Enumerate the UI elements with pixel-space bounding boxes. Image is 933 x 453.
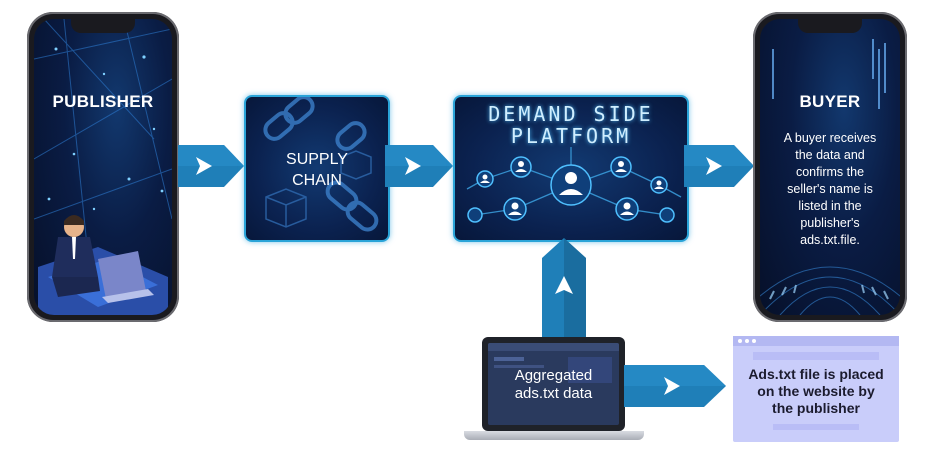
chain-icon	[263, 97, 379, 232]
aggregated-label-line1: Aggregated	[514, 367, 593, 384]
adstxt-card-text: Ads.txt file is placed on the website by…	[733, 366, 899, 417]
buyer-phone: BUYER A buyer receives the data and conf…	[753, 12, 907, 322]
buyer-description-line: confirms the	[795, 165, 865, 179]
dashboard-decoration	[488, 343, 619, 383]
adstxt-card-line2: on the website by	[757, 383, 875, 399]
businessman-laptop-illustration	[38, 215, 168, 315]
publisher-phone: PUBLISHER	[27, 12, 179, 322]
page-header-decoration	[753, 352, 879, 360]
buyer-description-line: ads.txt.file.	[800, 233, 860, 247]
buyer-description-line: the data and	[795, 148, 865, 162]
laptop-screen: Aggregated ads.txt data	[482, 337, 625, 431]
page-footer-decoration	[773, 424, 859, 430]
publisher-title: PUBLISHER	[52, 92, 154, 111]
buyer-description-line: A buyer receives	[783, 131, 877, 145]
buyer-title: BUYER	[799, 92, 861, 111]
phone-notch	[71, 19, 135, 33]
buyer-description-line: publisher's	[800, 216, 860, 230]
laptop-base	[464, 431, 644, 440]
publisher-phone-screen	[34, 19, 172, 315]
adstxt-webpage-card: Ads.txt file is placed on the website by…	[733, 336, 899, 442]
phone-notch	[798, 19, 862, 33]
arrow-aggregated-to-adstxt	[624, 365, 726, 407]
demand-side-platform-box: DEMAND SIDE PLATFORM	[453, 95, 689, 242]
browser-bar	[733, 336, 899, 346]
aggregated-label-line2: ads.txt data	[514, 385, 593, 402]
arrow-supply-chain-to-dsp	[385, 145, 453, 187]
user-network-illustration	[466, 147, 682, 223]
dsp-title-line2: PLATFORM	[510, 124, 632, 148]
supply-chain-label-line2: CHAIN	[292, 172, 342, 189]
laptop-display	[488, 343, 619, 425]
arrow-dsp-to-buyer	[684, 145, 754, 187]
arrow-aggregated-to-dsp	[542, 238, 586, 340]
buyer-description: A buyer receives the data and confirms t…	[761, 130, 899, 249]
browser-dots-icon	[738, 339, 756, 343]
buyer-description-line: listed in the	[798, 199, 862, 213]
arrow-publisher-to-supply-chain	[178, 145, 244, 187]
adstxt-card-line1: Ads.txt file is placed	[748, 366, 884, 382]
buyer-description-line: seller's name is	[787, 182, 873, 196]
supply-chain-label-line1: SUPPLY	[286, 151, 348, 168]
adstxt-card-line3: the publisher	[772, 400, 860, 416]
supply-chain-box: SUPPLY CHAIN	[244, 95, 390, 242]
dsp-title-line1: DEMAND SIDE	[488, 102, 654, 126]
aggregated-label: Aggregated ads.txt data	[482, 367, 625, 403]
data-rings-decoration	[760, 39, 900, 315]
buyer-phone-screen	[760, 19, 900, 315]
